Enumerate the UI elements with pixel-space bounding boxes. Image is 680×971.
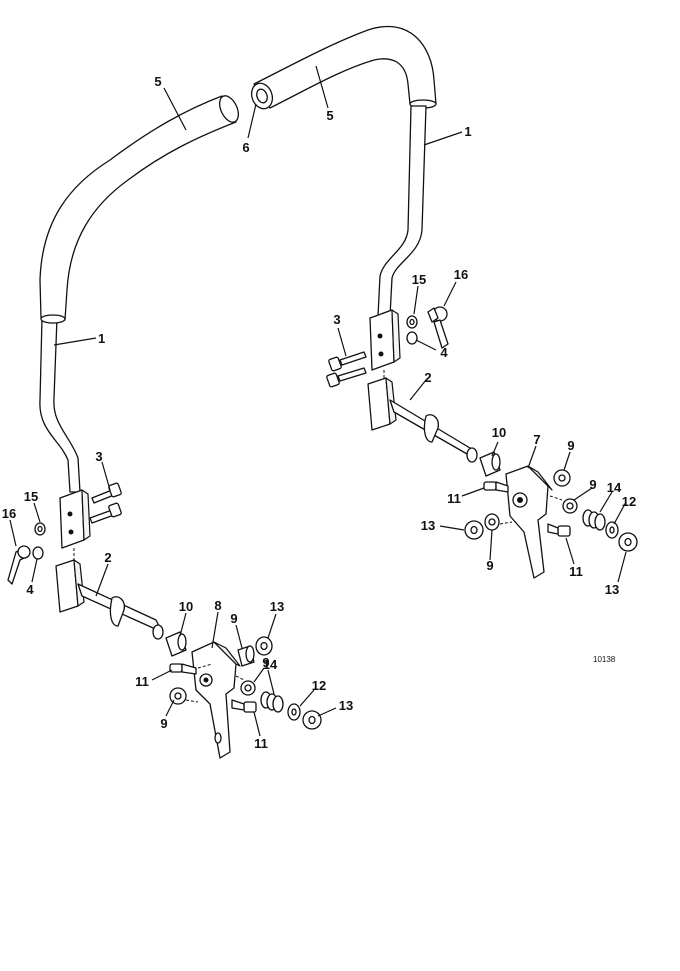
callout-right-lever-16: 16 — [454, 267, 468, 282]
callout-left-bolt-11a: 11 — [135, 674, 149, 689]
right-bushing-9a — [553, 469, 571, 487]
callout-right-bushing-9c: 9 — [486, 558, 493, 573]
left-bushing-9a — [237, 645, 255, 667]
left-control-lever-assembly — [7, 95, 322, 759]
right-fastener-line-a — [549, 495, 563, 501]
left-bolt-11a — [169, 663, 197, 675]
left-bracket — [191, 641, 241, 759]
right-washer-15 — [406, 315, 418, 329]
left-washer-12 — [287, 703, 301, 721]
callout-left-washer-15: 15 — [24, 489, 38, 504]
callout-left-nut-4: 4 — [26, 582, 34, 597]
right-washer-12 — [605, 521, 619, 539]
right-spacer — [479, 451, 501, 477]
left-bushing-9b — [240, 680, 256, 696]
left-nut-13b — [302, 710, 322, 730]
left-fastener-line-c — [185, 699, 199, 703]
left-locking-lever — [7, 545, 31, 585]
left-nut-4 — [32, 546, 44, 560]
right-nut-13a — [464, 520, 484, 540]
right-nut-4 — [406, 331, 418, 345]
callout-right-rod-1: 1 — [464, 124, 471, 139]
callout-left-washer-12: 12 — [312, 678, 326, 693]
left-rod-clamp — [59, 489, 91, 549]
right-bushing-9b — [562, 498, 578, 514]
callout-left-nut-13a: 13 — [270, 599, 284, 614]
callout-right-nut-4: 4 — [440, 345, 448, 360]
left-fastener-line-b — [197, 663, 213, 669]
right-bolt-11b — [547, 523, 571, 537]
callout-right-bracket-7: 7 — [533, 432, 540, 447]
callout-labels: 1 5 3 15 16 4 2 10 8 9 13 11 9 14 12 9 1… — [2, 74, 636, 751]
callout-right-screw-3: 3 — [333, 312, 340, 327]
callout-left-screw-3: 3 — [95, 449, 102, 464]
callout-left-spacer-10: 10 — [179, 599, 193, 614]
left-bolt-11b — [231, 699, 257, 713]
leader-lines — [9, 65, 627, 737]
callout-right-bushing-9a: 9 — [567, 438, 574, 453]
callout-right-nut-13a: 13 — [421, 518, 435, 533]
right-pivot-shaft — [367, 377, 478, 463]
left-clamp-screws — [89, 482, 122, 524]
callout-right-nut-13b: 13 — [605, 582, 619, 597]
callout-right-bushing-9b: 9 — [589, 477, 596, 492]
left-washer-15 — [34, 522, 46, 536]
callout-left-spring-14: 14 — [263, 657, 278, 672]
right-rod-clamp — [369, 309, 401, 371]
callout-left-nut-13b: 13 — [339, 698, 353, 713]
left-foam-grip — [39, 95, 240, 324]
right-spring — [582, 509, 606, 531]
callout-left-bushing-9a: 9 — [230, 611, 237, 626]
callout-right-pivot-2: 2 — [424, 370, 431, 385]
left-nut-13a — [255, 636, 273, 656]
left-spring — [260, 691, 284, 713]
callout-right-spring-14: 14 — [607, 480, 622, 495]
right-control-lever-assembly — [250, 25, 638, 579]
callout-right-washer-15: 15 — [412, 272, 426, 287]
right-locking-lever — [427, 306, 449, 349]
right-clamp-screws — [326, 351, 367, 388]
right-nut-13b — [618, 532, 638, 552]
diagram-reference-code: 10138 — [593, 655, 616, 664]
callout-left-bolt-11b: 11 — [254, 736, 268, 751]
right-bracket — [505, 465, 553, 579]
callout-left-bracket-8: 8 — [214, 598, 221, 613]
callout-left-pivot-2: 2 — [104, 550, 111, 565]
callout-left-bushing-9b: 9 — [262, 655, 269, 670]
callout-left-lever-16: 16 — [2, 506, 16, 521]
callout-right-bolt-11b: 11 — [569, 564, 583, 579]
right-bushing-9c — [484, 513, 500, 531]
right-grip-end-cap — [256, 88, 268, 104]
left-bushing-9c — [169, 687, 187, 705]
left-spacer — [165, 631, 187, 657]
left-fastener-line-a — [235, 675, 245, 681]
callout-left-bushing-9c: 9 — [160, 716, 167, 731]
callout-right-bolt-11a: 11 — [447, 491, 461, 506]
callout-right-spacer-10: 10 — [492, 425, 506, 440]
right-bolt-11a — [483, 481, 509, 493]
left-pivot-shaft — [55, 559, 164, 640]
callout-left-grip-5: 5 — [154, 74, 161, 89]
callout-right-cap-6: 6 — [242, 140, 249, 155]
callout-left-rod-1: 1 — [98, 331, 105, 346]
right-control-rod — [377, 105, 427, 317]
callout-right-grip-5: 5 — [326, 108, 333, 123]
right-foam-grip — [250, 25, 437, 110]
callout-right-washer-12: 12 — [622, 494, 636, 509]
right-fastener-line-b — [499, 521, 513, 525]
